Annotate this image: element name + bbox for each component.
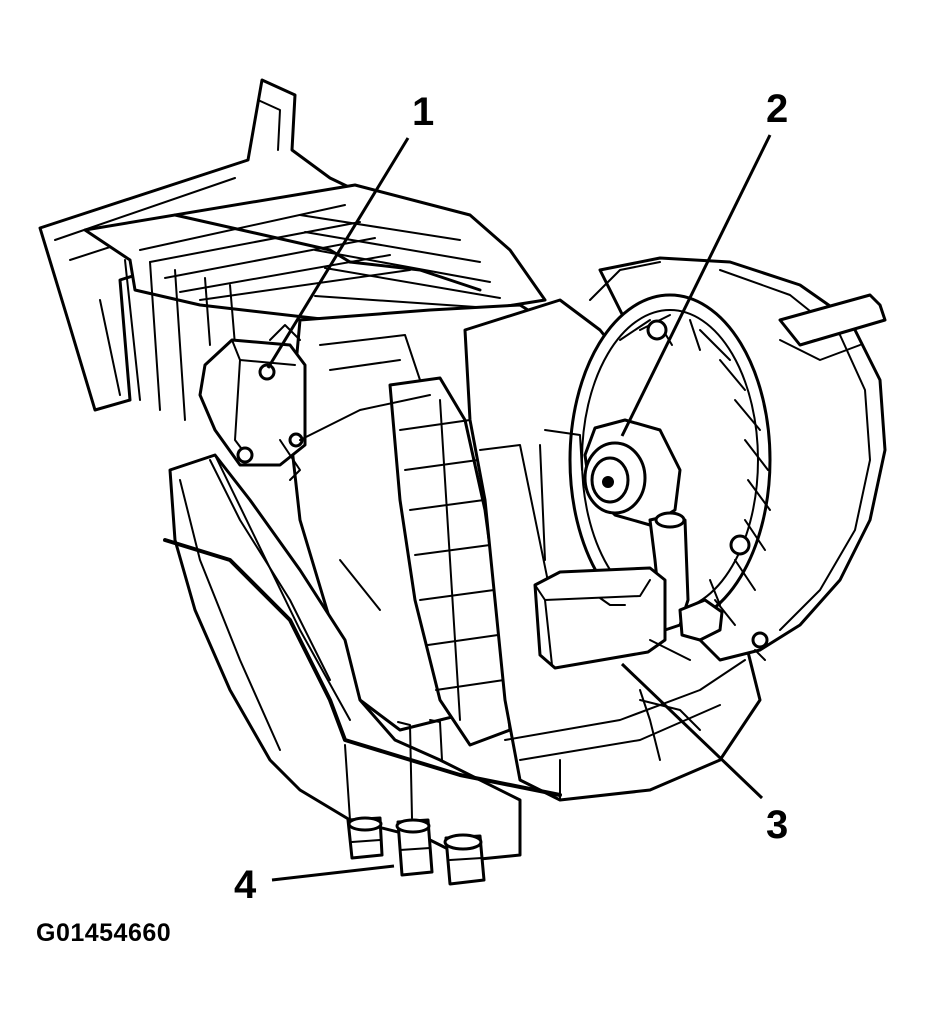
callout-1-label: 1 [412, 90, 434, 134]
blower-fins [619, 314, 771, 626]
callout-3: 3 [620, 662, 788, 847]
callout-2-label: 2 [766, 87, 788, 131]
heater-case [288, 298, 762, 802]
callout-4: 4 [234, 863, 395, 907]
callout-2: 2 [620, 87, 788, 437]
callout-4-leader [271, 864, 395, 882]
blower-assembly [539, 256, 887, 662]
upper-duct-housing [38, 78, 547, 421]
mode-actuator [198, 324, 307, 481]
blower-control-module [533, 566, 691, 670]
callout-1-leader [266, 137, 410, 369]
wiring-harness [299, 261, 766, 761]
callout-4-label: 4 [234, 863, 257, 907]
callout-3-label: 3 [766, 803, 788, 847]
lower-case [163, 453, 562, 886]
figure-id-label: G01454660 [36, 919, 172, 947]
callout-3-leader [620, 662, 764, 800]
callout-1: 1 [266, 90, 434, 369]
callout-2-leader [620, 134, 772, 437]
